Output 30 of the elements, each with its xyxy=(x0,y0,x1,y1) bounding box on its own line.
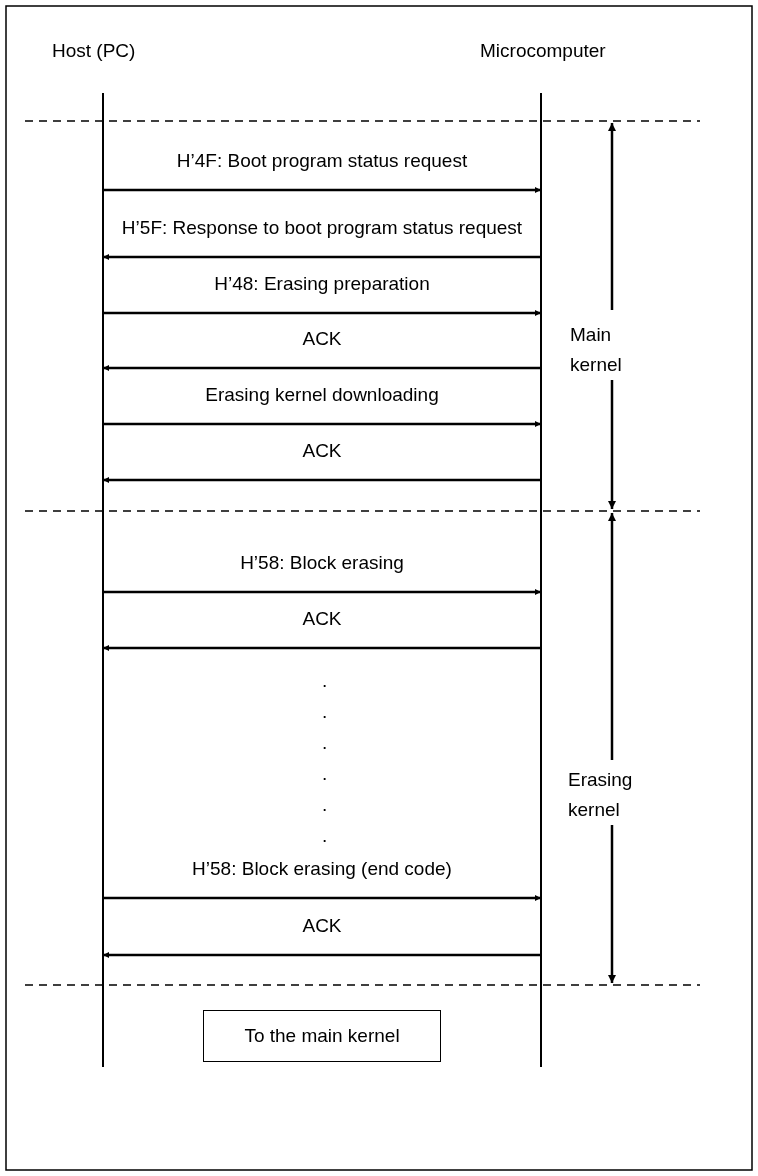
message-arrow xyxy=(103,589,541,595)
lifeline-header: Microcomputer xyxy=(480,40,606,62)
edge-label: H’58: Block erasing xyxy=(240,552,404,574)
ellipsis-dot: . xyxy=(322,670,328,692)
box-label: To the main kernel xyxy=(244,1025,400,1047)
message-arrow xyxy=(103,187,541,193)
ellipsis-dot: . xyxy=(322,701,328,723)
edge-label: ACK xyxy=(302,608,342,630)
edge-label: ACK xyxy=(302,440,342,462)
edge-label: H’48: Erasing preparation xyxy=(214,273,430,295)
message-arrow xyxy=(103,310,541,316)
ellipsis-dot: . xyxy=(322,763,328,785)
lifeline-header: Host (PC) xyxy=(52,40,136,62)
process-box xyxy=(203,1010,441,1062)
message-arrow xyxy=(103,254,541,260)
message-arrow xyxy=(103,365,541,371)
message-arrow xyxy=(103,895,541,901)
edge-label: H’58: Block erasing (end code) xyxy=(192,858,452,880)
edge-label: ACK xyxy=(302,915,342,937)
message-arrow xyxy=(103,477,541,483)
message-arrow xyxy=(103,645,541,651)
message-arrow xyxy=(103,952,541,958)
ellipsis-dot: . xyxy=(322,825,328,847)
ellipsis-dot: . xyxy=(322,732,328,754)
edge-label: ACK xyxy=(302,328,342,350)
ellipsis-dot: . xyxy=(322,794,328,816)
message-arrow xyxy=(103,421,541,427)
edge-label: H’5F: Response to boot program status request xyxy=(121,217,523,239)
edge-label: H’4F: Boot program status request xyxy=(176,150,468,172)
edge-label: Erasing kernel downloading xyxy=(205,384,439,406)
